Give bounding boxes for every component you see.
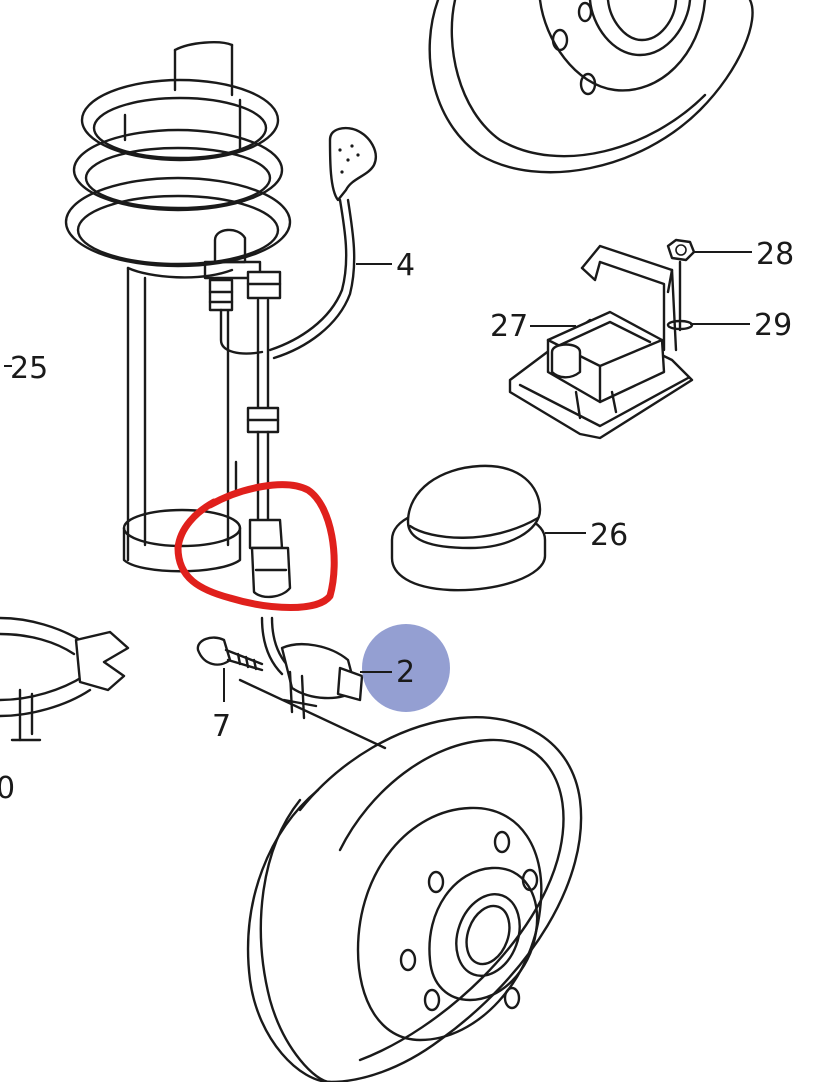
control-module-bracket xyxy=(508,238,696,440)
coil-spring-strut xyxy=(64,41,292,573)
leader-lines xyxy=(4,251,752,702)
callout-7: 7 xyxy=(212,709,231,744)
callout-27: 27 xyxy=(490,309,528,344)
sensor-bolt xyxy=(196,636,264,672)
wheel-speed-sensor xyxy=(238,616,387,750)
callout-25: 25 xyxy=(10,351,48,386)
sensor-cable xyxy=(203,126,377,599)
callout-10: 0 xyxy=(0,771,15,806)
connector-housing xyxy=(250,546,292,599)
callout-marker-dot xyxy=(362,624,450,712)
connector-housing-top xyxy=(248,518,284,550)
callout-26: 26 xyxy=(590,518,628,553)
lower-brake-disc xyxy=(246,716,583,1082)
bump-stop-pad xyxy=(390,464,547,592)
callout-4: 4 xyxy=(396,248,415,283)
brake-hose-clamp xyxy=(0,616,130,742)
highlight-circle xyxy=(174,481,338,611)
callout-2: 2 xyxy=(396,655,415,690)
callout-28: 28 xyxy=(756,237,794,272)
callout-29: 29 xyxy=(754,308,792,343)
upper-brake-disc xyxy=(428,0,754,174)
